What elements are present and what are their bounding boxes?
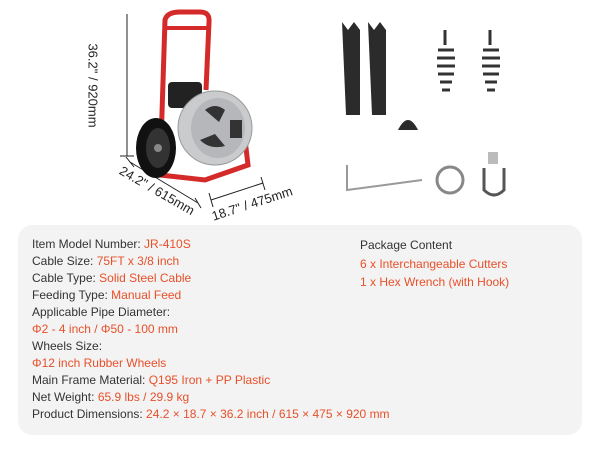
product-illustration	[120, 9, 506, 209]
spec-pipe-diameter-value: Φ2 - 4 inch / Φ50 - 100 mm	[32, 322, 178, 336]
spec-wheels-label: Wheels Size:	[32, 339, 103, 353]
spec-model: Item Model Number: JR-410S	[32, 237, 191, 251]
spec-cable-type: Cable Type: Solid Steel Cable	[32, 271, 192, 285]
spec-feeding-type: Feeding Type: Manual Feed	[32, 288, 182, 302]
spec-list: Item Model Number: JR-410S Cable Size: 7…	[32, 236, 390, 423]
specs-card	[18, 225, 582, 435]
cutter-accessories	[342, 22, 506, 197]
spec-net-weight: Net Weight: 65.9 lbs / 29.9 kg	[32, 390, 190, 404]
spec-cable-size: Cable Size: 75FT x 3/8 inch	[32, 254, 180, 268]
spec-dimensions: Product Dimensions: 24.2 × 18.7 × 36.2 i…	[32, 407, 390, 421]
package-title: Package Content	[360, 238, 453, 252]
spec-wheels-value: Φ12 inch Rubber Wheels	[32, 356, 167, 370]
package-content: Package Content 6 x Interchangeable Cutt…	[360, 236, 509, 292]
drain-cleaner-machine	[136, 9, 253, 183]
package-item: 6 x Interchangeable Cutters	[360, 256, 508, 271]
spec-frame-material: Main Frame Material: Q195 Iron + PP Plas…	[32, 373, 271, 387]
height-dimension: 36.2" / 920mm	[85, 43, 101, 128]
spec-pipe-diameter-label: Applicable Pipe Diameter:	[32, 305, 171, 319]
dimension-lines	[120, 14, 266, 209]
package-item: 1 x Hex Wrench (with Hook)	[360, 275, 510, 289]
